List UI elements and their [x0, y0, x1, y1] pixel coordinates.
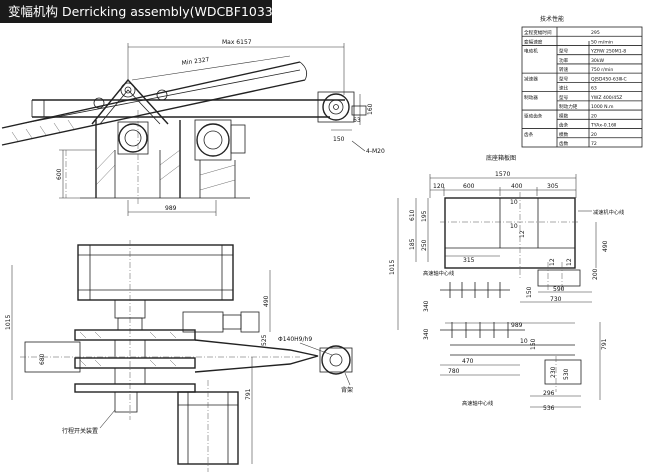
spec-cell-c2: 模数 [559, 131, 569, 138]
page-title: 变幅机构 Derricking assembly(WDCBF1033) [0, 0, 278, 23]
dim-max: Max 6157 [222, 39, 252, 46]
spec-cell-c3: 63 [591, 86, 597, 92]
spec-cell-c1: 变幅速度 [524, 38, 543, 45]
dim-230: 230 [550, 366, 557, 378]
dim-12b: 12 [549, 258, 556, 266]
dim-150b: 150 [530, 338, 537, 350]
plan-view: 1015 490 680 Φ140H9/h9 背架 525 [5, 240, 353, 472]
dim-1570: 1570 [495, 171, 510, 178]
dim-780: 780 [448, 368, 460, 375]
dim-400: 400 [511, 183, 523, 190]
spec-cell-c3: 20 [591, 113, 597, 119]
spec-cell-c3: 50 m/min [591, 39, 613, 45]
dim-791-base: 791 [601, 338, 608, 350]
dim-150a: 150 [526, 286, 533, 298]
label-reducer-center: 减速机中心线 [593, 208, 624, 216]
dim-791-plan: 791 [245, 388, 252, 400]
side-elevation: Max 6157 Min 2327 [1, 39, 385, 216]
spec-cell-c3: YWZ 400/45Z [590, 95, 622, 101]
spec-cell-c1: 减速器 [524, 75, 538, 82]
spec-cell-c1: 全程变幅时间 [524, 29, 552, 36]
dim-470: 470 [462, 358, 474, 365]
base-plan: 底座箱板图 1570 120 600 400 305 610 195 185 2… [389, 154, 624, 412]
bore-label: Φ140H9/h9 [278, 336, 312, 343]
dim-590: 590 [553, 286, 565, 293]
dim-730: 730 [550, 296, 562, 303]
spec-cell-c2: 型号 [559, 94, 569, 101]
spec-cell-c3: QJSD450-63Ⅲ-C [591, 76, 627, 82]
spec-cell-c1: 制动器 [524, 94, 538, 101]
dim-1015-base: 1015 [389, 260, 396, 275]
dim-340b: 340 [423, 328, 430, 340]
dim-160: 160 [367, 103, 374, 115]
spec-cell-c2: 齿数 [559, 140, 569, 147]
label-highspeed-2: 高速轴中心线 [462, 399, 493, 407]
dim-10c: 10 [520, 338, 528, 345]
dim-989-base: 989 [511, 322, 523, 329]
spec-cell-c3: TYAx-0.16Ⅱ [590, 123, 616, 129]
dim-315: 315 [463, 257, 475, 264]
dim-200: 200 [592, 268, 599, 280]
label-frame: 背架 [341, 386, 353, 394]
dim-600: 600 [56, 168, 63, 180]
bolt-label: 4-M20 [366, 148, 385, 155]
spec-cell-c3: 20 [591, 132, 597, 138]
dim-530: 530 [563, 368, 570, 380]
dim-610: 610 [409, 209, 416, 221]
dim-250: 250 [421, 239, 428, 251]
spec-cell-c2: 制动力矩 [559, 103, 578, 110]
spec-cell-c3: 1000 N.m [591, 104, 614, 110]
dim-185: 185 [409, 238, 416, 250]
spec-cell-c2: 转速 [559, 66, 569, 73]
dim-1015-plan: 1015 [5, 315, 12, 330]
dim-min: Min 2327 [181, 56, 210, 67]
dim-490-base: 490 [602, 240, 609, 252]
dim-10b: 10 [510, 223, 518, 230]
dim-12c: 12 [566, 258, 573, 266]
dim-600-base: 600 [463, 183, 475, 190]
dim-120: 120 [433, 183, 445, 190]
dim-12a: 12 [519, 230, 526, 238]
dim-63: 63 [353, 117, 361, 124]
spec-cell-c2: 型号 [559, 48, 569, 55]
dim-296: 296 [543, 390, 555, 397]
spec-cell-c1: 齿条 [524, 131, 534, 138]
spec-cell-c2: 速比 [559, 85, 569, 92]
spec-cell-c3: 30kW [591, 58, 605, 64]
spec-cell-c1: 电动机 [524, 48, 538, 55]
spec-cell-c3: 295 [591, 30, 600, 36]
spec-cell-c3: 72 [591, 141, 597, 147]
label-highspeed-1: 高速轴中心线 [423, 269, 454, 277]
spec-cell-c3: 750 r/min [591, 67, 613, 73]
dim-195: 195 [421, 210, 428, 222]
dim-490-plan: 490 [263, 295, 270, 307]
spec-table-heading: 技术性能 [540, 15, 564, 23]
spec-cell-c2: 功率 [559, 57, 569, 64]
dim-680: 680 [39, 353, 46, 365]
dim-150-side: 150 [333, 136, 345, 143]
dim-536: 536 [543, 405, 555, 412]
dim-340a: 340 [423, 300, 430, 312]
spec-cell-c2: 型号 [559, 75, 569, 82]
dim-305: 305 [547, 183, 559, 190]
spec-cell-c3: YZRW 250M1-8 [590, 49, 626, 55]
spec-cell-c2: 齿条 [559, 122, 569, 129]
base-plan-heading: 底座箱板图 [486, 154, 516, 162]
label-limit-switch: 行程开关装置 [62, 427, 98, 435]
dim-525: 525 [261, 334, 268, 346]
spec-cell-c2: 模数 [559, 112, 569, 119]
dim-10a: 10 [510, 199, 518, 206]
spec-cell-c1: 驱动齿条 [524, 112, 543, 119]
dim-989-side: 989 [165, 205, 177, 212]
